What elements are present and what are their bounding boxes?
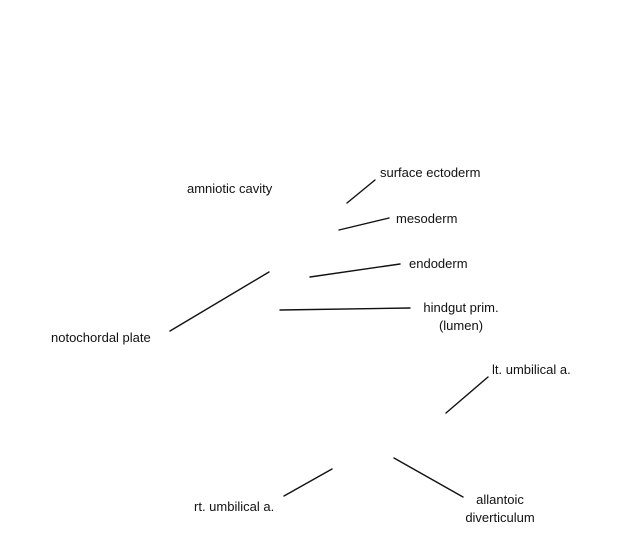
label-hindgut: hindgut prim. (lumen): [415, 299, 507, 335]
leader-line-hindgut: [279, 307, 411, 311]
leader-line-rt-umbilical: [283, 468, 333, 497]
leader-line-lt-umbilical: [445, 376, 489, 414]
leader-line-mesoderm: [338, 217, 390, 231]
label-allantoic-line2: diverticulum: [465, 510, 535, 525]
label-rt-umbilical: rt. umbilical a.: [194, 499, 275, 514]
label-lt-umbilical: lt. umbilical a.: [492, 362, 571, 377]
label-allantoic-diverticulum: allantoic diverticulum: [455, 491, 545, 527]
leader-line-endoderm: [309, 263, 401, 278]
label-hindgut-line2: (lumen): [438, 318, 484, 333]
label-surface-ectoderm: surface ectoderm: [380, 165, 481, 180]
label-notochordal-plate: notochordal plate: [51, 330, 151, 345]
label-amniotic-cavity: amniotic cavity: [187, 181, 273, 196]
leader-line-allantoic: [393, 457, 464, 498]
leader-line-notochordal-plate: [169, 271, 270, 332]
label-allantoic-line1: allantoic: [476, 492, 524, 507]
label-hindgut-line1: hindgut prim.: [423, 300, 499, 315]
label-mesoderm: mesoderm: [396, 211, 458, 226]
leader-line-surface-ectoderm: [346, 179, 376, 204]
label-endoderm: endoderm: [409, 256, 468, 271]
